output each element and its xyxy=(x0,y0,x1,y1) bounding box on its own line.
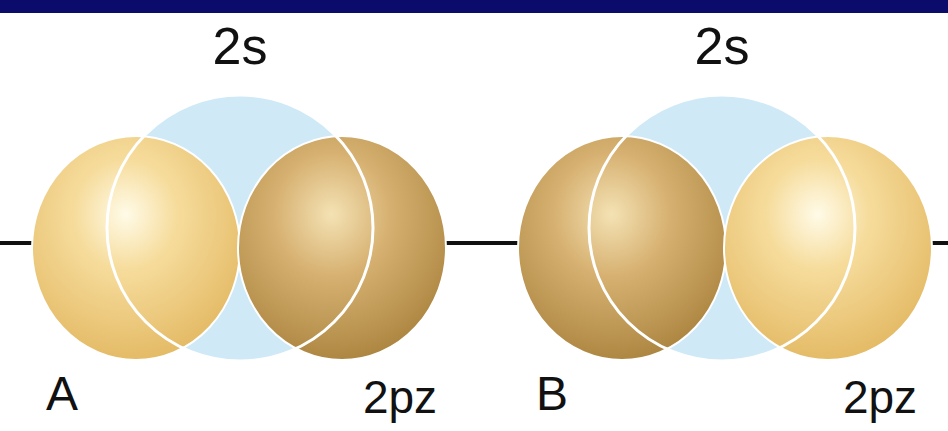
p-lobe xyxy=(238,136,446,360)
p-lobe xyxy=(724,136,932,360)
top-bar xyxy=(0,0,948,13)
orbital-label: 2s xyxy=(695,20,750,72)
orbital-label: 2pz xyxy=(843,374,917,420)
atom-label: A xyxy=(46,370,78,418)
s-orbital-outline xyxy=(107,95,373,361)
p-lobe xyxy=(32,136,240,360)
orbital-label: 2pz xyxy=(363,374,437,420)
s-orbital-outline xyxy=(589,95,855,361)
atom-label: B xyxy=(536,370,568,418)
orbital-label: 2s xyxy=(213,20,268,72)
p-lobe xyxy=(518,136,726,360)
